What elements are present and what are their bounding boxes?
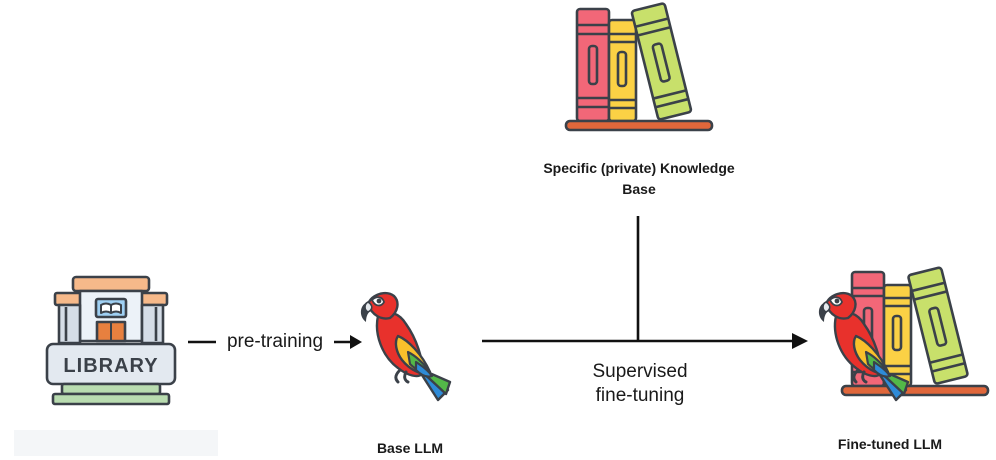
base-llm-label: Base LLM: [376, 440, 444, 456]
pretraining-arrow: [188, 335, 362, 349]
background-smudge: [14, 430, 218, 456]
library-icon: [45, 275, 177, 406]
knowledge-base-label-line2: Base: [622, 181, 656, 197]
pretraining-arrowhead-icon: [350, 335, 362, 349]
knowledge-base-books-icon: [564, 2, 714, 132]
fine-tuned-llm-label: Fine-tuned LLM: [837, 436, 943, 452]
base-llm-parrot-icon: [359, 291, 452, 402]
pretraining-label: pre-training: [216, 331, 334, 353]
knowledge-base-label-line1: Specific (private) Knowledge: [543, 160, 735, 176]
supervised-label-line2: fine-tuning: [595, 385, 685, 406]
finetuning-arrow: [482, 333, 808, 349]
supervised-label-line1: Supervised: [592, 361, 688, 382]
library-sign-text: LIBRARY: [63, 355, 158, 377]
supervised-finetuning-label: Supervised fine-tuning: [560, 360, 720, 408]
knowledge-base-label: Specific (private) Knowledge Base: [508, 158, 770, 200]
finetuning-arrowhead-icon: [792, 333, 808, 349]
